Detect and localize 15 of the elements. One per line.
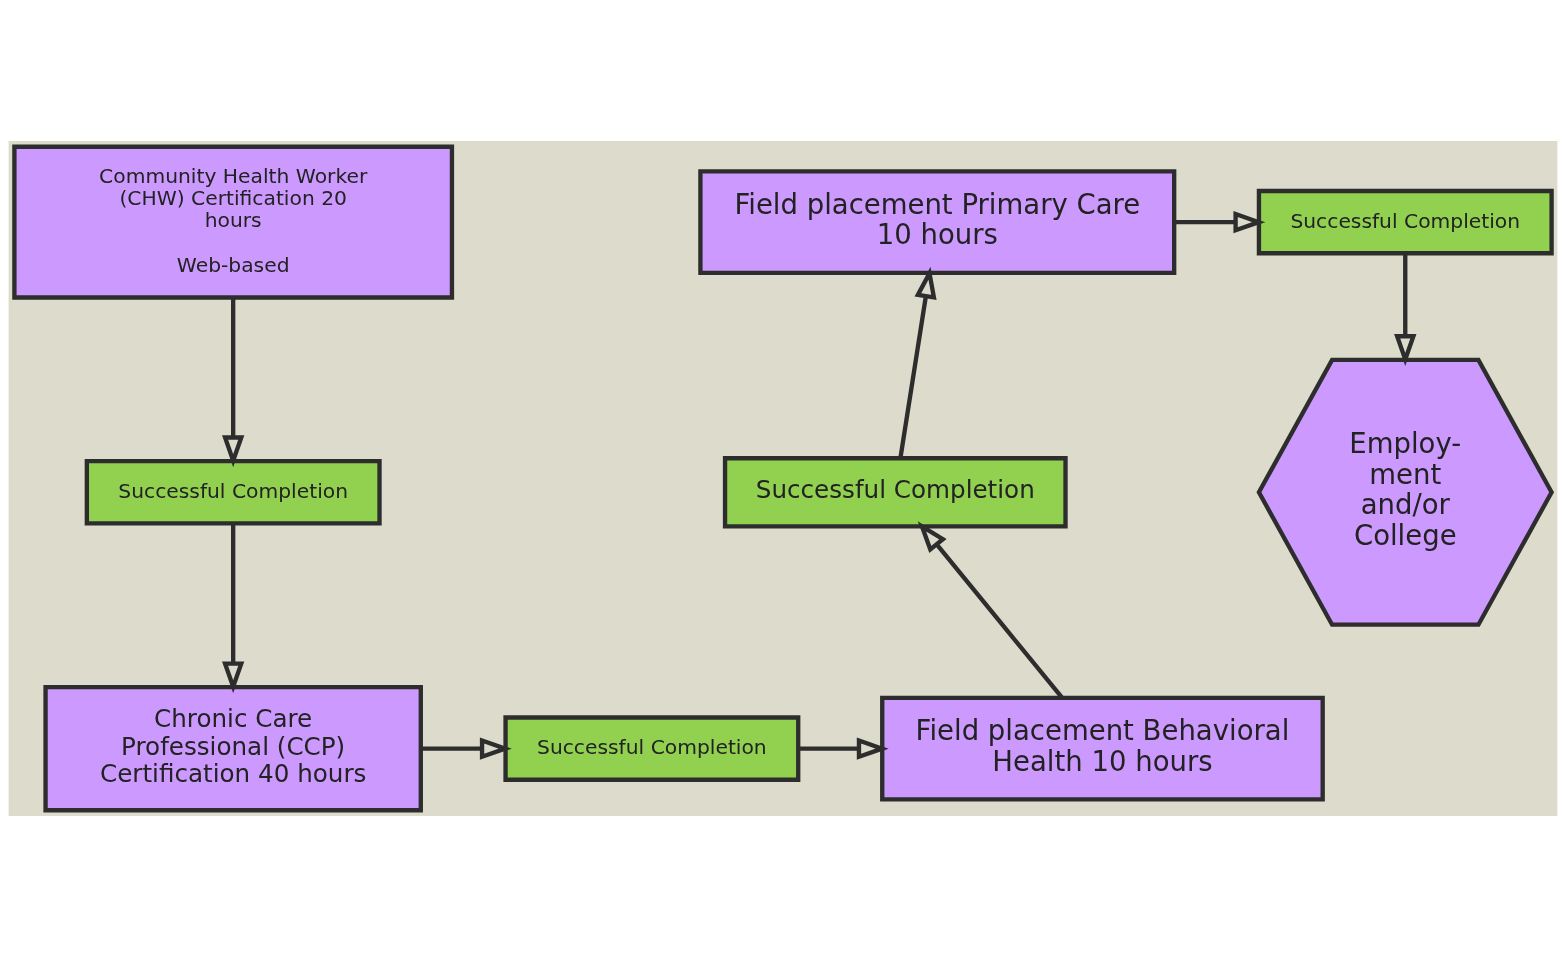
node-box: Successful Completion: [1256, 188, 1554, 256]
node-box: Community Health Worker (CHW) Certification 20 hours Web-based: [12, 144, 455, 300]
arrow: [1174, 210, 1266, 234]
arrow: [222, 298, 245, 468]
arrow: [798, 737, 889, 760]
node-box: Field placement Primary Care 10 hours: [698, 169, 1177, 275]
node-box: Field placement Behavioral Health 10 hours: [880, 695, 1325, 802]
arrow: [1394, 253, 1417, 367]
node-box: Successful Completion: [722, 456, 1068, 529]
node-box: Successful Completion: [84, 458, 382, 526]
arrow: [222, 523, 245, 694]
node-box: Successful Completion: [503, 715, 801, 782]
arrow: [898, 266, 937, 459]
arrow: [420, 737, 512, 760]
node-box: Chronic Care Professional (CCP) Certification 40 hours: [43, 684, 423, 813]
